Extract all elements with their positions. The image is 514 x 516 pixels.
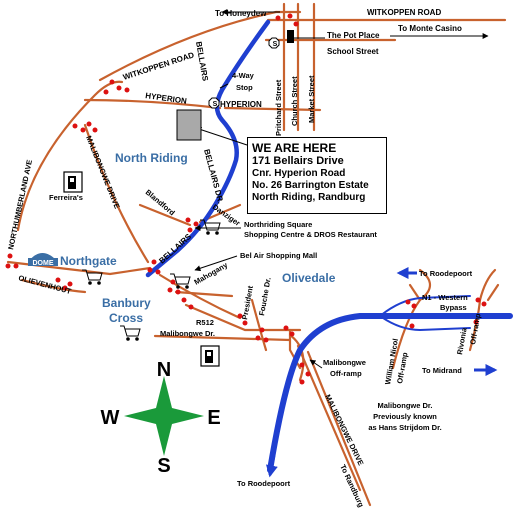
school-street-label: School Street bbox=[327, 47, 379, 56]
house-block bbox=[176, 109, 202, 141]
pritchard-label: Pritchard Street bbox=[274, 79, 283, 136]
malibongwe-offramp-label-2: Off-ramp bbox=[330, 369, 362, 378]
to-honeydew-label: To Honeydew bbox=[215, 9, 267, 18]
shopping-cart-icon bbox=[200, 219, 221, 235]
pot-place-marker bbox=[287, 30, 294, 43]
northriding-square-label: Northriding Square bbox=[244, 220, 312, 229]
shopping-cart-icon bbox=[120, 325, 141, 341]
malibongwe-offramp-label-1: Malibongwe bbox=[323, 358, 366, 367]
witkoppen-east-label: WITKOPPEN ROAD bbox=[367, 8, 441, 17]
rivonia-label-1: Rivonia bbox=[455, 326, 469, 355]
previously-known-label-1: Malibongwe Dr. bbox=[377, 401, 432, 410]
direction-arrows bbox=[265, 267, 498, 478]
svg-text:S: S bbox=[273, 41, 278, 48]
malibongwe-dr-label: Malibongwe Dr. bbox=[160, 329, 215, 338]
olievenhout-label: OLIEVENHOUT bbox=[17, 273, 72, 296]
n1-label-2: Bypass bbox=[440, 303, 467, 312]
banbury-label-1: Banbury bbox=[102, 296, 151, 310]
previously-known-label-2: Previously known bbox=[373, 412, 437, 421]
pot-place-label: The Pot Place bbox=[327, 31, 380, 40]
market-label: Market Street bbox=[307, 75, 316, 123]
ferreiras-label: Ferreira's bbox=[49, 193, 83, 202]
previously-known-label-3: as Hans Strijdom Dr. bbox=[368, 423, 441, 432]
pointer-arrows bbox=[194, 9, 489, 369]
info-line3: No. 26 Barrington Estate bbox=[252, 180, 369, 191]
bellairs-south-label: BELLAIRS bbox=[157, 232, 193, 266]
info-heading: WE ARE HERE bbox=[252, 141, 337, 155]
shopping-centre-label: Shopping Centre & DROS Restaurant bbox=[244, 230, 377, 239]
stop-sign-icon: S bbox=[208, 97, 220, 109]
svg-text:S: S bbox=[213, 101, 218, 108]
compass-w: W bbox=[101, 407, 120, 429]
petrol-station-icon bbox=[200, 345, 220, 367]
compass-s: S bbox=[157, 455, 170, 477]
petrol-station-icon bbox=[63, 171, 83, 193]
bellairs-north-label: BELLAIRS bbox=[194, 41, 210, 83]
to-roodepoort-s-label: To Roodepoort bbox=[237, 479, 291, 488]
bellairs-dr-label: BELLAIRS DR. bbox=[202, 148, 225, 204]
to-roodepoort-s-arrow bbox=[265, 454, 278, 478]
address-info-box: WE ARE HERE 171 Bellairs Drive Cnr. Hype… bbox=[247, 137, 387, 214]
n1-label-1: N1 - Western bbox=[422, 293, 468, 302]
four-way-stop-label-1: 4-Way bbox=[232, 71, 255, 80]
northgate-label: Northgate bbox=[60, 254, 117, 268]
hyperion-east-label: HYPERION bbox=[220, 100, 262, 109]
olivedale-label: Olivedale bbox=[282, 271, 336, 285]
compass-e: E bbox=[207, 407, 220, 429]
compass-n: N bbox=[157, 359, 171, 381]
road-labels: To Honeydew WITKOPPEN ROAD The Pot Place… bbox=[6, 8, 482, 509]
shopping-cart-icon bbox=[170, 273, 191, 289]
malibongwe-drive-label: MALIBONGWE DRIVE bbox=[84, 134, 122, 210]
church-label: Church Street bbox=[290, 76, 299, 126]
northumberland-label: NORTHUMBERLAND AVE bbox=[6, 159, 34, 251]
compass-rose-icon: N S E W bbox=[101, 359, 221, 477]
to-roodepoort-ne-label: To Roodepoort bbox=[419, 269, 473, 278]
traffic-light-icon bbox=[5, 13, 487, 385]
to-monte-casino-label: To Monte Casino bbox=[398, 24, 462, 33]
president-fouche-label-2: Fouche Dr. bbox=[257, 277, 273, 317]
info-line2: Cnr. Hyperion Road bbox=[252, 168, 346, 179]
mahogany-label: Mahogany bbox=[193, 260, 230, 287]
info-line4: North Riding, Randburg bbox=[252, 192, 366, 203]
banbury-label-2: Cross bbox=[109, 311, 143, 325]
witkoppen-west-label: WITKOPPEN ROAD bbox=[122, 50, 196, 82]
william-nicol-label-2: Off-ramp bbox=[395, 351, 409, 384]
shopping-cart-icon bbox=[82, 269, 103, 285]
north-riding-label: North Riding bbox=[115, 151, 188, 165]
dome-label: DOME bbox=[33, 260, 54, 267]
r512-label: R512 bbox=[196, 318, 214, 327]
info-address: 171 Bellairs Drive bbox=[252, 155, 344, 167]
to-midrand-label: To Midrand bbox=[422, 366, 462, 375]
four-way-stop-label-2: Stop bbox=[236, 83, 253, 92]
bel-air-label: Bel Air Shopping Mall bbox=[240, 251, 317, 260]
dome-icon: DOME bbox=[28, 253, 58, 267]
stop-sign-icon: S bbox=[268, 37, 280, 49]
